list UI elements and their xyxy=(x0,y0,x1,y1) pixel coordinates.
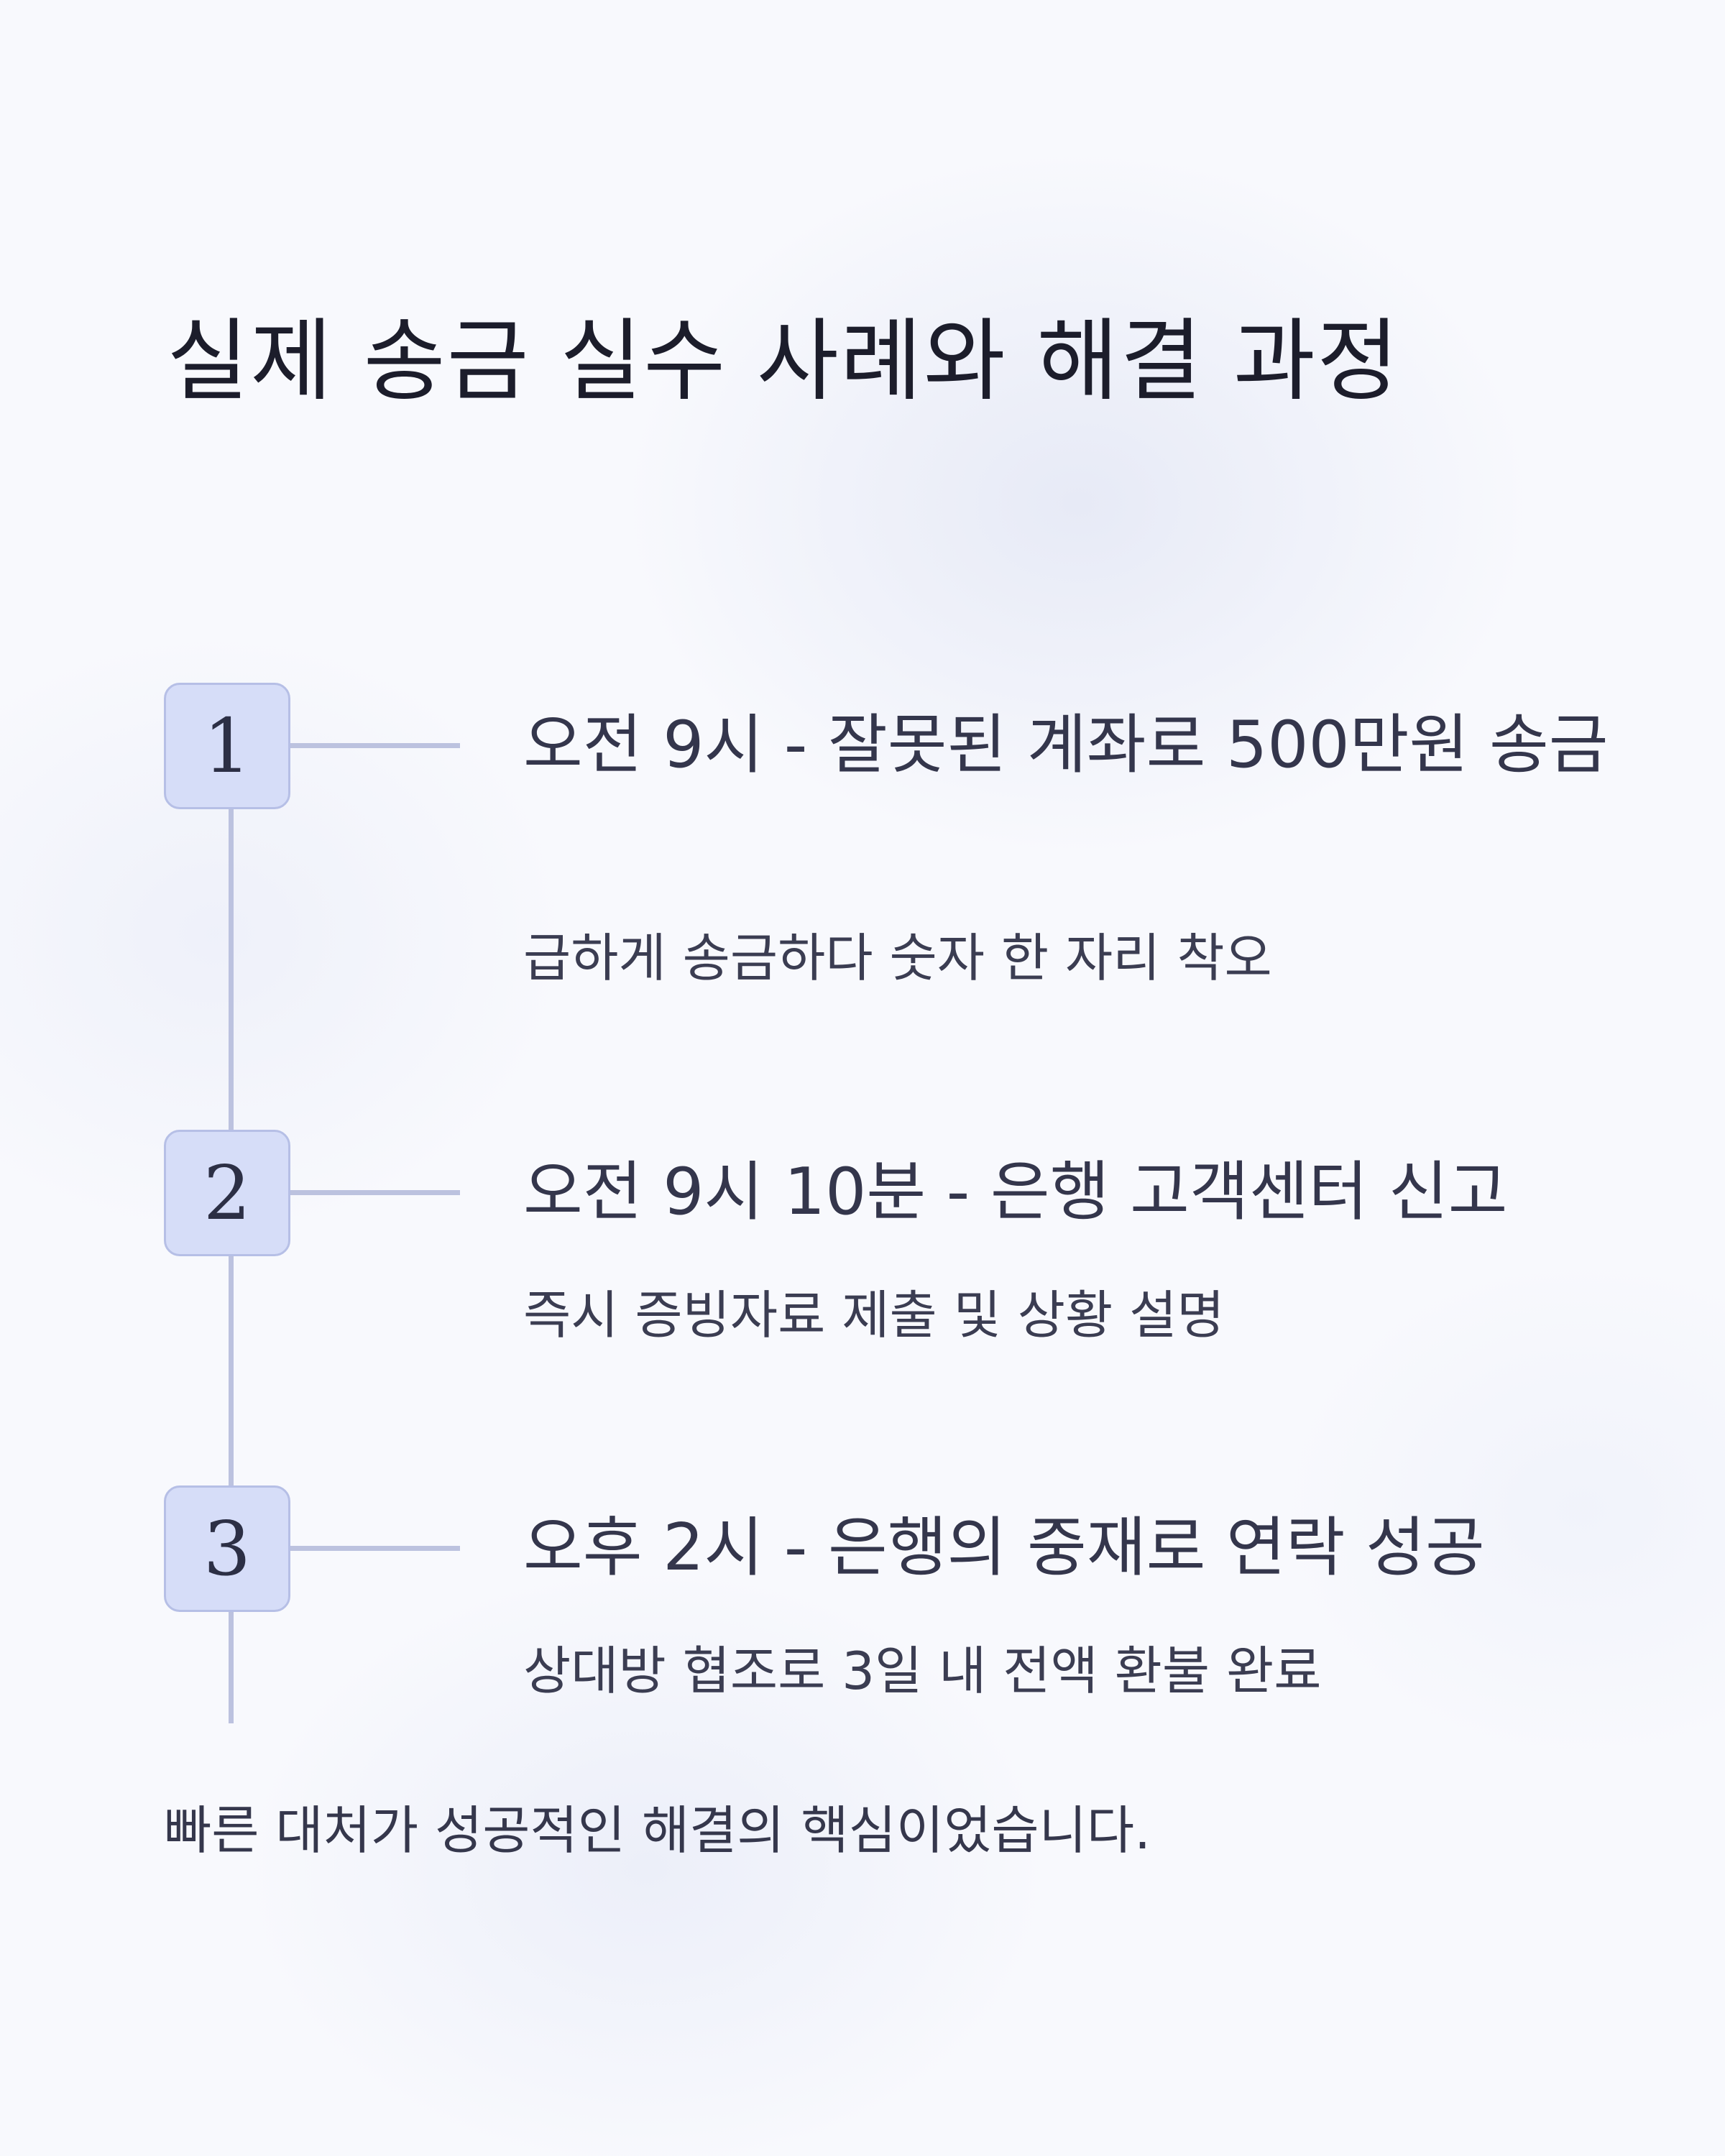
footer-note: 빠른 대처가 성공적인 해결의 핵심이었습니다. xyxy=(164,1800,1151,1861)
step-connector xyxy=(290,1546,460,1551)
step-heading: 오전 9시 10분 - 은행 고객센터 신고 xyxy=(523,1154,1508,1230)
step-number-badge: 2 xyxy=(164,1130,290,1256)
step-number-badge: 1 xyxy=(164,683,290,809)
step-heading: 오후 2시 - 은행의 중재로 연락 성공 xyxy=(523,1510,1485,1585)
step-number-badge: 3 xyxy=(164,1485,290,1612)
step-connector xyxy=(290,1190,460,1195)
step-description: 급하게 송금하다 숫자 한 자리 착오 xyxy=(523,928,1272,988)
step-description: 상대방 협조로 3일 내 전액 환불 완료 xyxy=(523,1641,1322,1701)
step-description: 즉시 증빙자료 제출 및 상황 설명 xyxy=(523,1285,1225,1345)
step-connector xyxy=(290,743,460,748)
page-title: 실제 송금 실수 사례와 해결 과정 xyxy=(167,310,1401,413)
step-heading: 오전 9시 - 잘못된 계좌로 500만원 송금 xyxy=(523,707,1609,783)
